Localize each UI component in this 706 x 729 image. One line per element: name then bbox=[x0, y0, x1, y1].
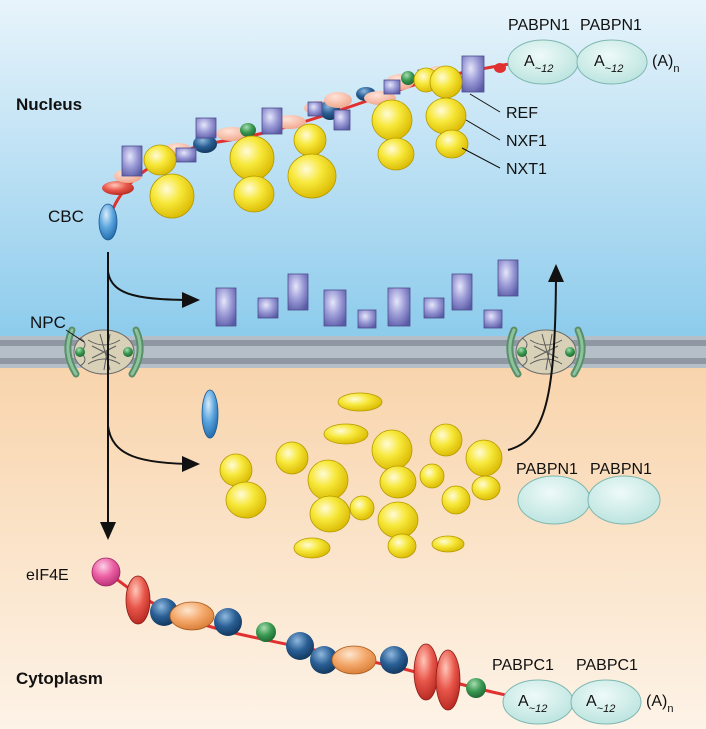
ref-leader bbox=[469, 93, 501, 113]
ref-square bbox=[195, 117, 217, 139]
ref-square bbox=[121, 145, 143, 177]
recycled-pabpn1-left-label: PABPN1 bbox=[516, 461, 578, 478]
pabpn1-a-right: A~12 bbox=[594, 53, 623, 75]
recycled-pabpn1-right bbox=[587, 475, 661, 525]
free-ref-proteins bbox=[215, 259, 519, 329]
cbc-label: CBC bbox=[48, 207, 84, 226]
pabpc1-left-label: PABPC1 bbox=[492, 657, 554, 674]
pabpn1-right-oval bbox=[576, 39, 648, 85]
recycled-pabpn1-right-label: PABPN1 bbox=[590, 461, 652, 478]
nxf1-nxt1-dimer bbox=[413, 65, 469, 159]
nuclear-mrnp bbox=[98, 39, 648, 241]
pabpc1-left-oval bbox=[502, 679, 574, 725]
nxf1-label: NXF1 bbox=[506, 133, 547, 150]
ref-square bbox=[333, 109, 351, 131]
nxf1-nxt1-dimer bbox=[287, 123, 337, 199]
npc-label: NPC bbox=[30, 313, 66, 332]
nxf1-nxt1-dimer bbox=[143, 144, 195, 219]
nucleus-label: Nucleus bbox=[16, 95, 82, 114]
mrnp-bead bbox=[102, 181, 134, 195]
npc-right bbox=[506, 326, 586, 378]
npc-left bbox=[64, 326, 144, 378]
mrnp-bead bbox=[240, 123, 256, 137]
ref-release-arrow bbox=[107, 271, 200, 308]
polya-tail-label: (A)n bbox=[652, 53, 679, 75]
nxt1-label: NXT1 bbox=[506, 161, 547, 178]
nxf1-release-arrow bbox=[107, 425, 200, 472]
pabpc1-a-left: A~12 bbox=[518, 693, 547, 715]
cytoplasmic-mrnp bbox=[91, 557, 642, 725]
pabpc1-right-oval bbox=[570, 679, 642, 725]
nxt1-leader bbox=[461, 147, 501, 169]
cytoplasm-label: Cytoplasm bbox=[16, 669, 103, 688]
recycling-arrow bbox=[507, 264, 564, 451]
mrnp-bead bbox=[494, 63, 506, 73]
mrnp-bead bbox=[401, 71, 415, 85]
cbc-protein bbox=[98, 203, 118, 241]
ref-label: REF bbox=[506, 105, 538, 122]
free-cbc bbox=[201, 389, 219, 439]
pabpn1-a-left: A~12 bbox=[524, 53, 553, 75]
cytoplasmic-polya-tail-label: (A)n bbox=[646, 693, 673, 715]
ref-square bbox=[175, 147, 197, 163]
pabpc1-right-label: PABPC1 bbox=[576, 657, 638, 674]
pabpn1-right-label: PABPN1 bbox=[580, 17, 642, 34]
ref-square bbox=[261, 107, 283, 135]
eif4e-protein bbox=[91, 557, 121, 587]
ref-square bbox=[383, 79, 401, 95]
nxf1-nxt1-dimer bbox=[229, 135, 275, 213]
mrnp-bead bbox=[324, 92, 352, 108]
free-nxf1-nxt1 bbox=[219, 392, 503, 559]
pabpn1-left-label: PABPN1 bbox=[508, 17, 570, 34]
nxf1-leader bbox=[465, 119, 501, 141]
nxf1-nxt1-dimer bbox=[371, 99, 415, 171]
eif4e-label: eIF4E bbox=[26, 567, 69, 584]
mrnp-bead bbox=[193, 135, 217, 153]
npc-leader bbox=[65, 329, 85, 343]
ref-square bbox=[307, 101, 323, 117]
recycled-pabpn1-left bbox=[517, 475, 591, 525]
pabpn1-left-oval bbox=[507, 39, 579, 85]
mrnp-bead bbox=[216, 127, 248, 141]
pabpc1-a-right: A~12 bbox=[586, 693, 615, 715]
ref-square bbox=[461, 55, 485, 93]
